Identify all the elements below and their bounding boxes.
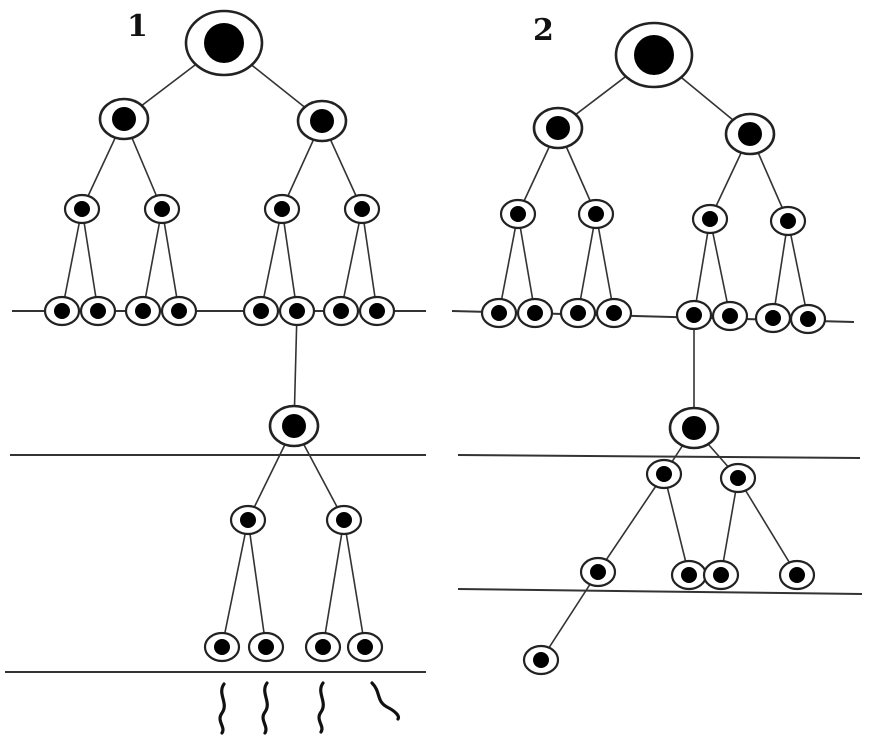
panel-2-lineage-line xyxy=(737,477,798,576)
panel-2-gen2-cell xyxy=(769,205,807,237)
panel-1-lineage-line xyxy=(343,519,366,648)
panel-1-lineage-line xyxy=(221,519,249,648)
panel-1-lineage-line xyxy=(81,208,99,312)
panel-2-final-cell xyxy=(579,556,617,588)
panel-1-lineage-line xyxy=(340,208,363,312)
panel-2-final-cell xyxy=(670,559,708,591)
panel-1-final-cell xyxy=(304,631,342,663)
panel-2-gen3-cell xyxy=(789,303,827,335)
connector-lines xyxy=(5,42,863,673)
panel-2-gen3-cell xyxy=(516,297,554,329)
panel-1-gen2-cell xyxy=(263,193,301,225)
panel-1-final-cell xyxy=(247,631,285,663)
panel-1-final-cell xyxy=(203,631,241,663)
panel-1-gen3-cell xyxy=(124,295,162,327)
panel-2-gen1-cell xyxy=(724,112,776,156)
panel-1-gen1-cell xyxy=(98,97,150,141)
panel-1-gen3-cell xyxy=(79,295,117,327)
panel-1-gen3-cell xyxy=(322,295,360,327)
panel-1-lineage-line xyxy=(247,519,267,648)
panel-2-gen3-cell xyxy=(675,299,713,331)
panel-2-gen3-cell xyxy=(595,297,633,329)
panel-1-gen3-cell xyxy=(43,295,81,327)
panel-1-lineage-line xyxy=(322,519,345,648)
panel-2-lineage-line xyxy=(663,473,690,576)
panel-2-lineage-line xyxy=(577,213,597,314)
panel-1-lineage-line xyxy=(361,208,378,312)
panel-1-sperm-4 xyxy=(370,681,401,721)
panel-2-gen2-cell xyxy=(691,203,729,235)
sperm-cells xyxy=(218,681,401,735)
panel-1-gen2-cell xyxy=(143,193,181,225)
panel-2-boundary-line-3 xyxy=(457,588,863,595)
panel-1-lineage-line xyxy=(260,208,283,312)
panel-2-lineage-line xyxy=(772,220,789,319)
panel-1-gen2-cell xyxy=(343,193,381,225)
panel-2-lineage-line xyxy=(540,571,599,661)
panel-2-released-cell xyxy=(522,644,560,676)
panel-1-gen3-cell xyxy=(358,295,396,327)
panel-1-primary-cell xyxy=(268,404,320,448)
panel-1-lineage-line xyxy=(281,208,298,312)
panel-1-secondary-cell xyxy=(325,504,363,536)
panel-2-gen3-cell xyxy=(754,302,792,334)
panel-2-lineage-line xyxy=(595,213,615,314)
panel-2-gen2-cell xyxy=(499,198,537,230)
panel-1-label: 1 xyxy=(127,9,148,44)
panel-1-gen2-cell xyxy=(63,193,101,225)
panel-2-lineage-line xyxy=(693,218,711,316)
panel-2-lineage-line xyxy=(787,220,809,320)
panel-1-sperm-3 xyxy=(317,681,325,734)
panel-2-primary-cell xyxy=(668,406,720,450)
panel-2-gen3-cell xyxy=(480,297,518,329)
panel-1-gen1-cell xyxy=(296,99,348,143)
panel-1-gen3-cell xyxy=(278,295,316,327)
panel-2-lineage-line xyxy=(517,213,536,314)
panel-2-secondary-cell xyxy=(719,462,757,494)
panel-2-lineage-line xyxy=(498,213,519,314)
panel-2-mother-cell xyxy=(614,21,694,89)
cells xyxy=(43,9,827,676)
panel-1-lineage-line xyxy=(61,208,83,312)
panel-2-lineage-line xyxy=(720,477,739,576)
panel-1-sperm-2 xyxy=(261,681,269,735)
panel-2-secondary-cell xyxy=(645,458,683,490)
panel-2-gen3-cell xyxy=(711,300,749,332)
panel-1-gen3-cell xyxy=(242,295,280,327)
panel-2-lineage-line xyxy=(597,473,665,573)
panel-1-lineage-line xyxy=(142,208,163,312)
panel-2-gen3-cell xyxy=(559,297,597,329)
panel-1-gen3-cell xyxy=(160,295,198,327)
panel-1-sperm-1 xyxy=(218,682,226,735)
panel-2-boundary-line-2 xyxy=(457,454,861,459)
panel-2-final-cell xyxy=(702,559,740,591)
panel-1-secondary-cell xyxy=(229,504,267,536)
panel-1-final-cell xyxy=(346,631,384,663)
panel-1-mother-cell xyxy=(184,9,264,77)
panel-1-lineage-line xyxy=(161,208,180,312)
panel-2-final-cell xyxy=(778,559,816,591)
panel-2-lineage-line xyxy=(709,218,731,317)
panel-2-label: 2 xyxy=(533,13,554,48)
panel-2-gen1-cell xyxy=(532,106,584,150)
panel-2-gen2-cell xyxy=(577,198,615,230)
